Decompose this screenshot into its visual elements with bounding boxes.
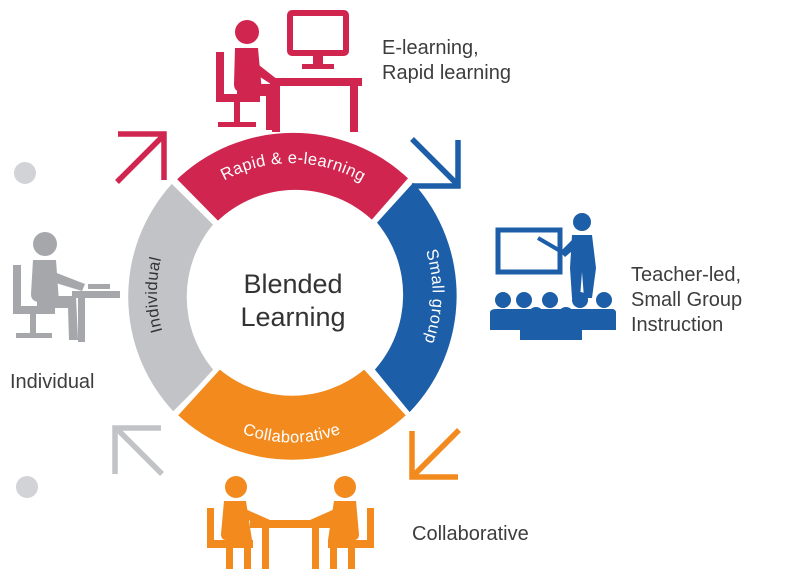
ring-separators [169,173,417,421]
label-teacher-led: Teacher-led, Small Group Instruction [631,263,742,338]
desk-computer-user-icon [216,10,362,132]
arrow-up-right-icon [115,131,167,184]
label-line: Individual [10,371,95,393]
label-line: E-learning, [382,37,479,59]
ring-segment-individual [128,183,214,412]
ring-segment-small-group [374,182,457,413]
presenter-whiteboard-audience-icon [490,213,616,340]
ring [128,132,457,460]
decorative-dot [16,476,38,498]
decorative-dot [14,162,36,184]
label-line: Collaborative [412,523,529,545]
ring-segment-collaborative [177,368,407,460]
center-title-line: Learning [240,302,346,332]
arrow-up-left-icon [112,425,164,476]
ring-segment-rapid-elearning [175,132,410,223]
label-line: Teacher-led, [631,264,742,286]
two-people-table-icon [207,476,374,569]
arrow-down-left-icon [409,428,461,480]
label-individual: Individual [10,370,95,395]
label-line: Instruction [631,314,724,336]
person-desk-icon [13,232,120,342]
center-title: Blended Learning [213,268,373,334]
label-collaborative: Collaborative [412,522,529,547]
arrow-down-right-icon [410,137,461,189]
label-line: Small Group [631,289,743,311]
center-title-line: Blended [243,269,343,299]
label-line: Rapid learning [382,62,511,84]
label-elearning: E-learning, Rapid learning [382,36,511,86]
